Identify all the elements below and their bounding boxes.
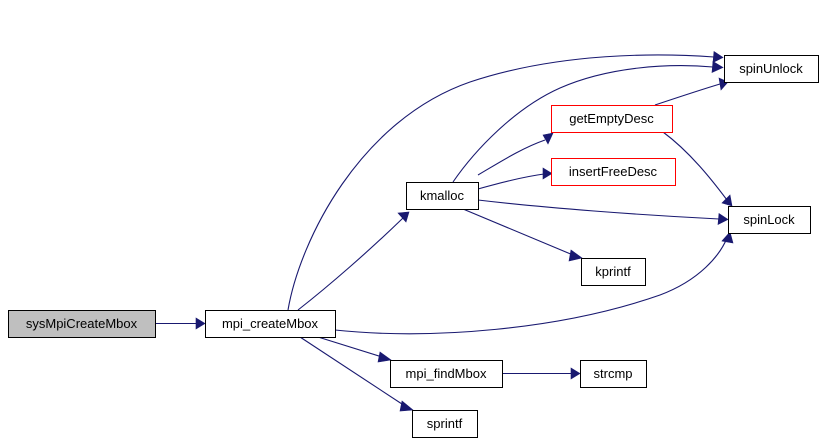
node-mpi_findMbox[interactable]: mpi_findMbox <box>390 360 503 388</box>
edge-mpi_createMbox-to-sprintf <box>299 336 414 412</box>
edge-kmalloc-to-kprintf <box>462 208 583 262</box>
arrowhead-icon <box>717 212 729 226</box>
arrowhead-icon <box>568 249 583 262</box>
edge-line <box>662 131 728 201</box>
arrowhead-icon <box>711 60 724 73</box>
node-box[interactable] <box>724 55 819 83</box>
arrowhead-icon <box>721 194 733 207</box>
edge-mpi_createMbox-to-kmalloc <box>297 211 410 311</box>
nodes-layer: sysMpiCreateMbox mpi_createMbox kmalloc get… <box>8 55 819 438</box>
arrowhead-icon <box>195 317 206 330</box>
node-box[interactable] <box>390 360 503 388</box>
node-sprintf[interactable]: sprintf <box>412 410 478 438</box>
edge-kmalloc-to-spinLock <box>477 199 729 226</box>
arrowhead-icon <box>542 167 553 180</box>
node-strcmp[interactable]: strcmp <box>580 360 647 388</box>
node-mpi_createMbox[interactable]: mpi_createMbox <box>205 310 336 338</box>
node-box[interactable] <box>205 310 336 338</box>
edge-line <box>462 208 574 256</box>
edge-kmalloc-to-insertFreeDesc <box>477 167 553 190</box>
node-box[interactable] <box>551 105 673 133</box>
node-box[interactable] <box>551 158 676 186</box>
node-box[interactable] <box>581 258 646 286</box>
edge-line <box>317 336 383 358</box>
edge-line <box>299 336 406 407</box>
node-kmalloc[interactable]: kmalloc <box>406 182 479 210</box>
edge-mpi_createMbox-to-spinUnlock <box>287 50 724 311</box>
edge-kmalloc-to-spinUnlock <box>452 60 724 183</box>
edge-line <box>477 199 720 220</box>
edges-layer <box>155 50 734 412</box>
node-box[interactable] <box>406 182 479 210</box>
edge-getEmptyDesc-to-spinUnlock <box>654 77 729 106</box>
node-spinLock[interactable]: spinLock <box>728 206 811 234</box>
edge-line <box>287 54 715 311</box>
arrowhead-icon <box>397 211 410 223</box>
edge-line <box>334 237 728 335</box>
edge-line <box>477 173 545 190</box>
edge-mpi_createMbox-to-spinLock <box>334 231 734 335</box>
edge-mpi_createMbox-to-mpi_findMbox <box>317 336 392 363</box>
node-box[interactable] <box>580 360 647 388</box>
arrowhead-icon <box>377 351 392 363</box>
edge-line <box>297 217 404 311</box>
node-box[interactable] <box>728 206 811 234</box>
arrowhead-icon <box>712 50 724 64</box>
node-box[interactable] <box>8 310 156 338</box>
node-spinUnlock[interactable]: spinUnlock <box>724 55 819 83</box>
arrowhead-icon <box>542 132 554 145</box>
edge-sysMpiCreateMbox-to-mpi_createMbox <box>155 317 206 330</box>
edge-kmalloc-to-getEmptyDesc <box>477 132 554 176</box>
node-getEmptyDesc[interactable]: getEmptyDesc <box>551 105 673 133</box>
node-insertFreeDesc[interactable]: insertFreeDesc <box>551 158 676 186</box>
edge-mpi_findMbox-to-strcmp <box>502 367 581 380</box>
edge-line <box>654 83 721 106</box>
node-kprintf[interactable]: kprintf <box>581 258 646 286</box>
arrowhead-icon <box>570 367 581 380</box>
edge-getEmptyDesc-to-spinLock <box>662 131 733 207</box>
arrowhead-icon <box>399 400 414 412</box>
edge-line <box>477 139 546 176</box>
node-sysMpiCreateMbox[interactable]: sysMpiCreateMbox <box>8 310 156 338</box>
arrowhead-icon <box>721 231 734 244</box>
node-box[interactable] <box>412 410 478 438</box>
edge-line <box>452 65 714 183</box>
